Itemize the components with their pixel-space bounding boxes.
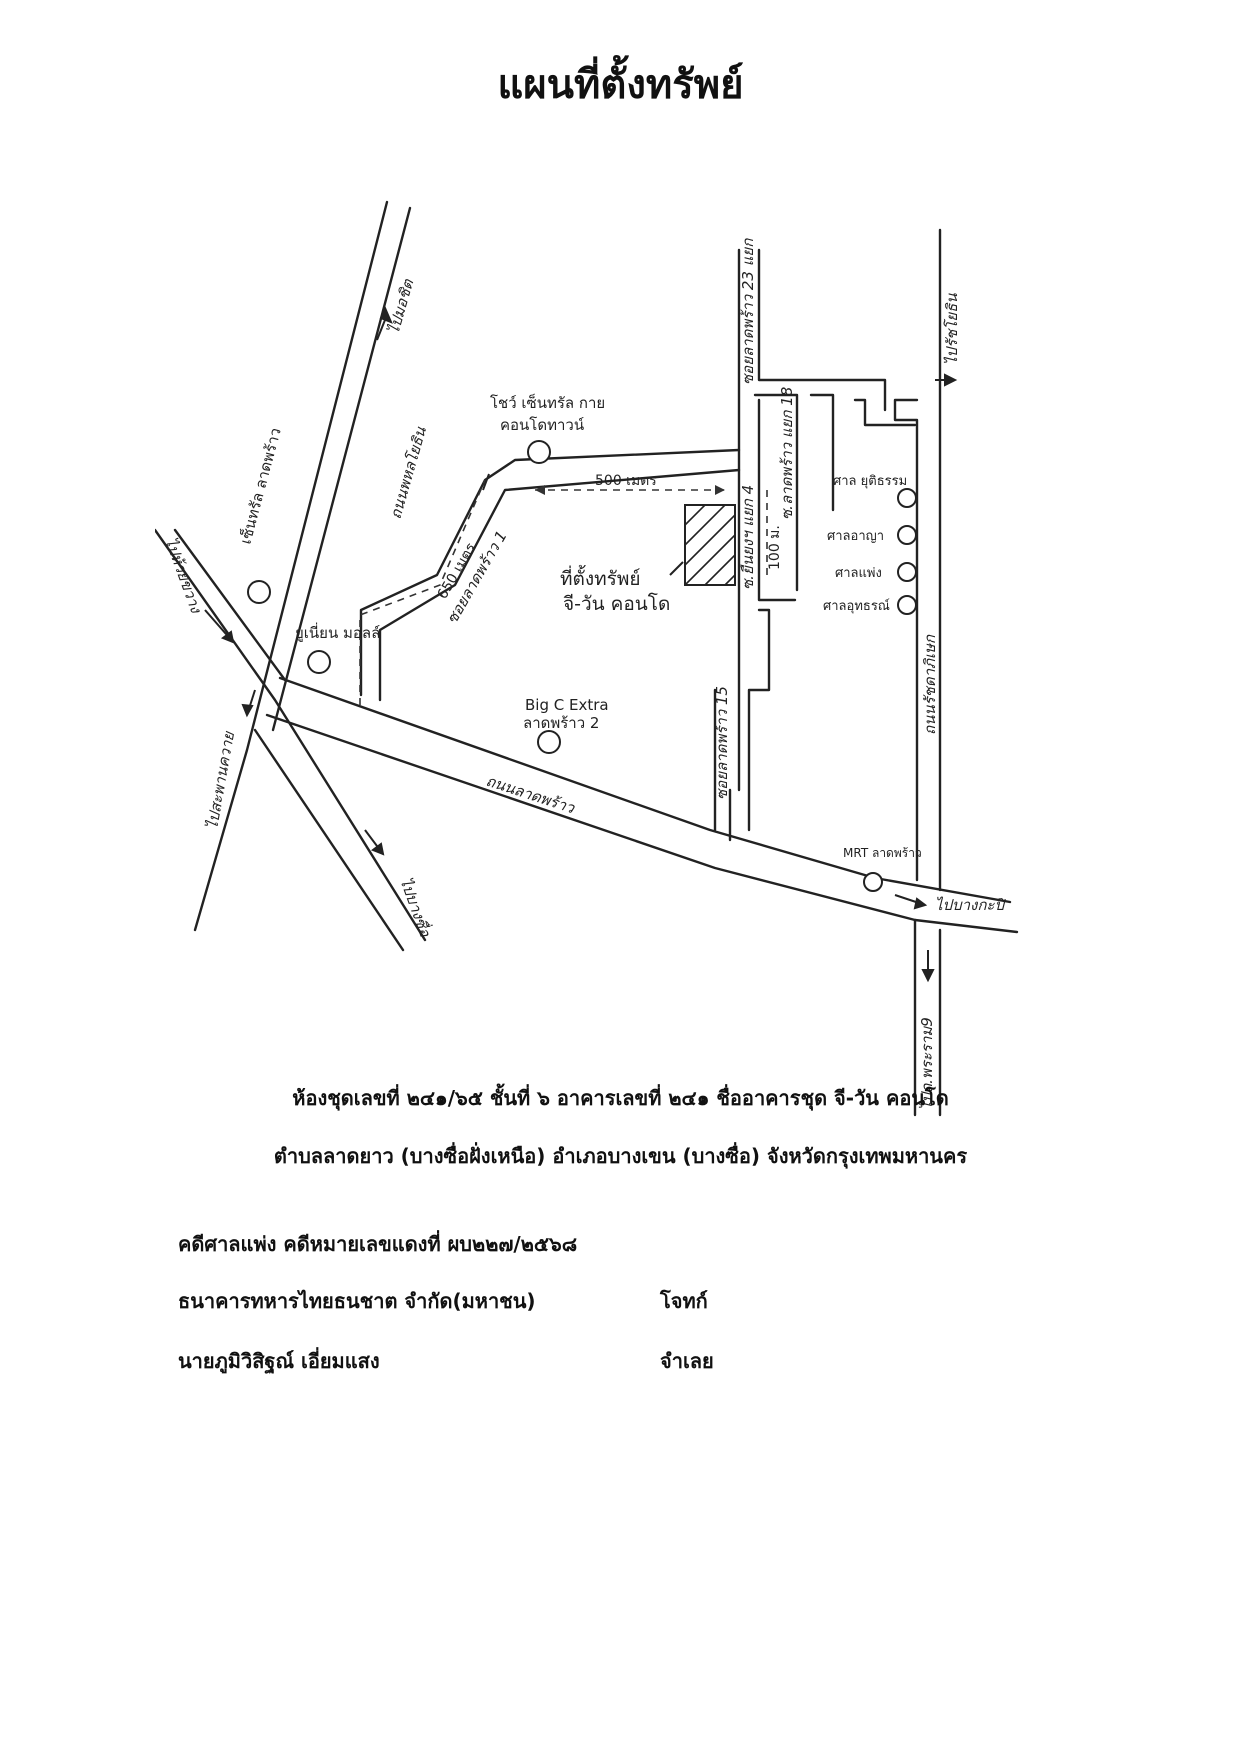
label-court-4: ศาลอุทธรณ์ (823, 598, 890, 614)
dir-huaikhwang: ไปห้วยขวาง (161, 535, 205, 617)
label-mrt: MRT ลาดพร้าว (843, 846, 922, 860)
union-mall-marker (307, 650, 331, 674)
arrow-soi1-up (482, 473, 490, 491)
label-court-2: ศาลอาญา (827, 529, 884, 544)
soi23-right (757, 248, 887, 412)
soi1-left (378, 468, 741, 702)
label-court-3: ศาลแพ่ง (835, 566, 882, 581)
road-label-soi23: ซอยลาดพร้าว 23 แยก (739, 238, 757, 385)
label-bigc-1: Big C Extra (525, 696, 609, 714)
central-marker (247, 580, 271, 604)
label-court-1: ศาล ยุติธรรม (833, 474, 907, 489)
arrow-500-right (715, 485, 725, 495)
distance-100: 100 ม. (767, 525, 783, 570)
bigc-marker (537, 730, 561, 754)
court-4-marker (897, 595, 917, 615)
caption-line-2: ตำบลลาดยาว (บางซื่อฝั่งเหนือ) อำเภอบางเข… (273, 1144, 968, 1168)
page-title: แผนที่ตั้งทรัพย์ (497, 62, 744, 108)
court-2-marker (897, 525, 917, 545)
soi1-right (359, 448, 741, 697)
defendant-role: จำเลย (660, 1349, 714, 1373)
dir-phrarama9: ไปถ.พระราม9 (918, 1017, 936, 1110)
court-1-marker (897, 488, 917, 508)
caption-line-1: ห้องชุดเลขที่ ๒๔๑/๖๕ ชั้นที่ ๖ อาคารเลขท… (292, 1086, 949, 1110)
label-central: เซ็นทรัล ลาดพร้าว (236, 426, 285, 546)
road-label-ratchada: ถนนรัชดาภิเษก (921, 634, 939, 735)
property-marker (669, 504, 736, 586)
label-union: ยูเนี่ยน มอลล์ (295, 622, 380, 642)
mrt-marker (863, 872, 883, 892)
ladprao-road-bottom (265, 713, 1019, 934)
property-label-2: จี-วัน คอนโด (563, 592, 670, 615)
cross-road-a (155, 528, 427, 942)
label-bigc-2: ลาดพร้าว 2 (523, 714, 599, 732)
road-label-phahon: ถนนพหลโยธิน (387, 424, 431, 521)
plaintiff-name: ธนาคารทหารไทยธนชาต จำกัด(มหาชน) (178, 1289, 536, 1313)
dir-bangsue: ไปบางซื่อ (396, 875, 436, 941)
distance-500: 500 เมตร (595, 473, 657, 489)
inner-soi-b (753, 393, 799, 592)
label-shop: โชว์ เซ็นทรัล กาย (490, 393, 605, 412)
road-label-soi-inner: ซ.ลาดพร้าว แยก 18 (778, 387, 796, 520)
cross-road-b (173, 528, 287, 682)
dir-bangkapi: ไปบางกะปิ (935, 896, 1006, 914)
dir-saphankhwai: ไปสะพานควาย (203, 729, 238, 830)
phahon-road-left (193, 200, 389, 932)
label-condotown: คอนโดทาวน์ (500, 416, 584, 434)
ladprao-road-top (278, 676, 1012, 904)
inner-soi-c (809, 393, 835, 512)
ratchada-road-left-up (893, 398, 919, 882)
arrow-north (376, 319, 386, 341)
road-label-soi-inner2: ซ.ยืนยงฯ แยก 4 (739, 485, 757, 590)
inner-soi-d (853, 398, 917, 427)
location-map: ถนนพหลโยธิน ไปมอชิต ถนนลาดพร้าว ซอยลาดพร… (155, 200, 1019, 1117)
case-number: คดีศาลแพ่ง คดีหมายเลขแดงที่ ผบ๒๒๗/๒๕๖๘ (178, 1232, 578, 1256)
road-label-soi15: ซอยลาดพร้าว 15 (713, 686, 731, 800)
inner-soi-e (747, 608, 771, 832)
plaintiff-role: โจทก์ (660, 1289, 708, 1313)
property-label-1: ที่ตั้งทรัพย์ (560, 565, 641, 590)
court-3-marker (897, 562, 917, 582)
arrow-500-left (535, 485, 545, 495)
defendant-name: นายภูมิวิสิฐณ์ เอี่ยมแสง (178, 1349, 380, 1373)
dir-ratchayothin: ไปรัชโยธิน (943, 293, 961, 365)
dashed-route-soi1 (359, 479, 486, 705)
inner-soi-a (757, 398, 797, 602)
condo-town-marker (527, 440, 551, 464)
phahon-road-right (271, 206, 412, 732)
cross-road-c (253, 728, 405, 952)
